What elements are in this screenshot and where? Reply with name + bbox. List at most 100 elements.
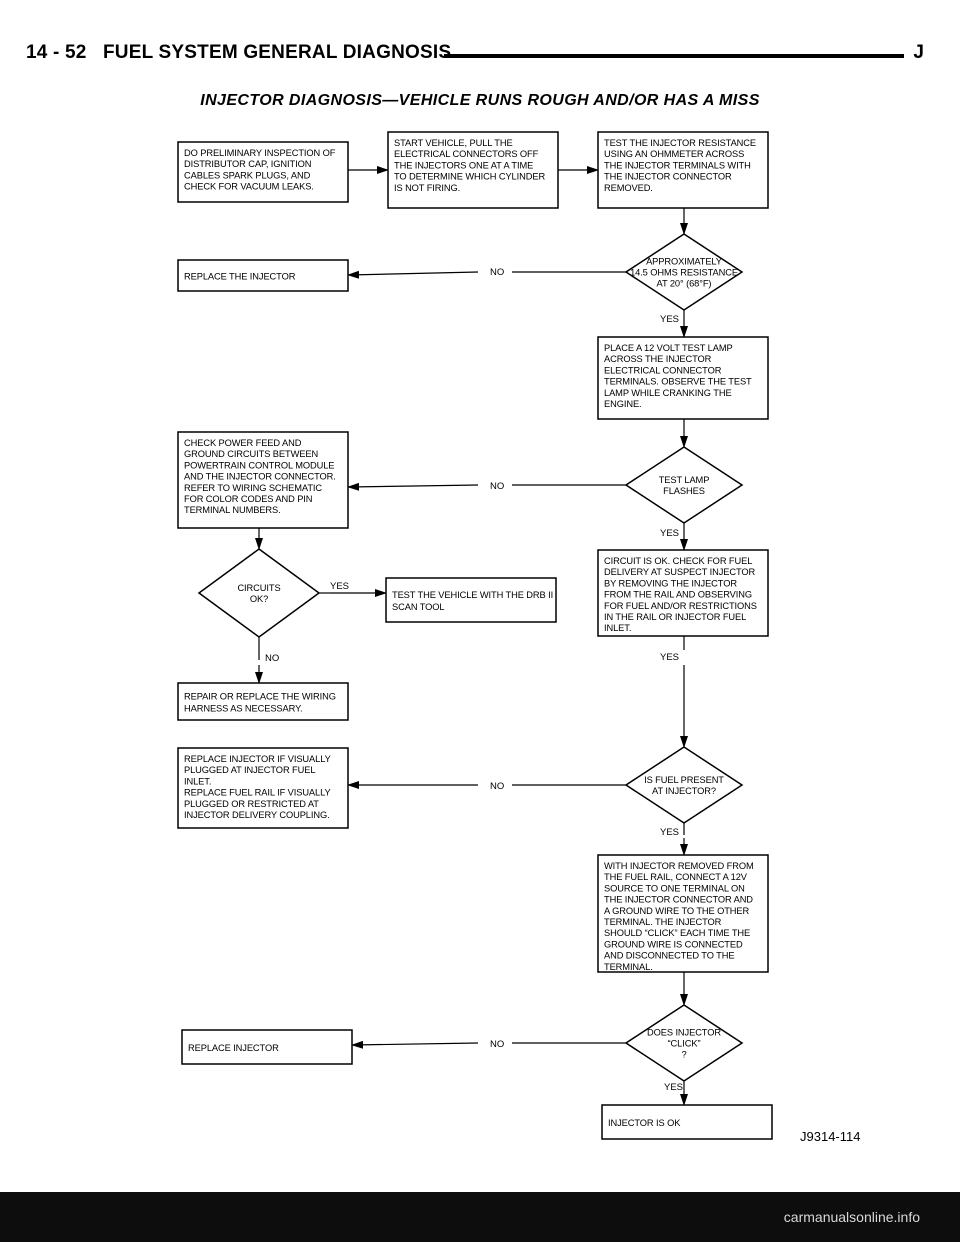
yes-label: YES [664, 1082, 683, 1093]
flowchart: NO YES NO YES YES NO YES NO YES NO YES DO PRELIMIN… [177, 131, 860, 1144]
decision-text-line: APPROXIMATELY [646, 257, 722, 267]
box-replace-injector-1: REPLACE THE INJECTOR [177, 259, 349, 292]
page-header-title: 14 - 52 FUEL SYSTEM GENERAL DIAGNOSIS [26, 42, 452, 63]
box-text-line: IS NOT FIRING. [394, 183, 460, 193]
no-label: NO [490, 1039, 504, 1050]
box-text-line: PLACE A 12 VOLT TEST LAMP [604, 343, 733, 353]
box-text-line: REPAIR OR REPLACE THE WIRING [184, 692, 336, 702]
box-text-line: TERMINALS. OBSERVE THE TEST [604, 377, 752, 387]
footer-watermark: carmanualsonline.info [783, 1209, 920, 1225]
box-text-line: USING AN OHMMETER ACROSS [604, 149, 744, 159]
box-text-line: THE INJECTOR TERMINALS WITH [604, 160, 751, 170]
box-text-line: REPLACE FUEL RAIL IF VISUALLY [184, 788, 331, 798]
box-text-line: REPLACE INJECTOR [188, 1043, 279, 1053]
decision-text-line: ? [681, 1050, 686, 1060]
box-text-line: THE INJECTOR CONNECTOR [604, 172, 732, 182]
header-rule [444, 54, 904, 58]
box-text-line: TO DETERMINE WHICH CYLINDER [394, 172, 545, 182]
box-text-line: IN THE RAIL OR INJECTOR FUEL [604, 612, 746, 622]
decision-text-line: OK? [250, 594, 268, 604]
decision-text-line: CIRCUITS [237, 583, 280, 593]
decision-text-line: DOES INJECTOR [647, 1028, 721, 1038]
box-text-line: DISTRIBUTOR CAP, IGNITION [184, 159, 311, 169]
no-label: NO [490, 267, 504, 278]
box-text-line: TERMINAL. [604, 962, 653, 972]
box-text-line: A GROUND WIRE TO THE OTHER [604, 906, 750, 916]
box-text-line: REPLACE INJECTOR IF VISUALLY [184, 754, 331, 764]
yes-label: YES [330, 581, 349, 592]
box-text-line: CABLES SPARK PLUGS, AND [184, 170, 311, 180]
arrow-no-replace-1 [347, 270, 479, 279]
box-injector-ok: INJECTOR IS OK [601, 1104, 773, 1140]
box-text-line: THE FUEL RAIL, CONNECT A 12V [604, 872, 748, 882]
decision-text-line: AT INJECTOR? [652, 786, 716, 796]
box-text-line: AND THE INJECTOR CONNECTOR. [184, 472, 336, 482]
box-text-line: ACROSS THE INJECTOR [604, 354, 712, 364]
box-text-line: TEST THE INJECTOR RESISTANCE [604, 138, 756, 148]
decision-text-line: IS FUEL PRESENT [644, 775, 724, 785]
box-text-line: REPLACE THE INJECTOR [184, 272, 296, 282]
box-text-line: SOURCE TO ONE TERMINAL ON [604, 883, 745, 893]
decision-text-line: FLASHES [663, 486, 705, 496]
box-text-line: CIRCUIT IS OK. CHECK FOR FUEL [604, 556, 752, 566]
decision-text-line: TEST LAMP [659, 475, 710, 485]
box-text-line: POWERTRAIN CONTROL MODULE [184, 460, 334, 470]
decision-text-line: “CLICK” [668, 1039, 701, 1049]
box-text-line: LAMP WHILE CRANKING THE [604, 388, 732, 398]
yes-label: YES [660, 652, 679, 663]
box-text-line: ENGINE. [604, 399, 642, 409]
no-label: NO [490, 481, 504, 492]
box-text-line: THE INJECTOR CONNECTOR AND [604, 895, 753, 905]
box-text-line: AND DISCONNECTED TO THE [604, 951, 734, 961]
box-text-line: GROUND WIRE IS CONNECTED [604, 939, 743, 949]
footer-bar: carmanualsonline.info [0, 1192, 960, 1242]
box-text-line: INJECTOR IS OK [608, 1118, 681, 1128]
box-text-line: GROUND CIRCUITS BETWEEN [184, 449, 318, 459]
box-text-line: INLET. [184, 776, 211, 786]
yes-label: YES [660, 528, 679, 539]
box-text-line: FROM THE RAIL AND OBSERVING [604, 590, 752, 600]
decision-text-line: 14.5 OHMS RESISTANCE [630, 268, 738, 278]
box-text-line: TERMINAL. THE INJECTOR [604, 917, 722, 927]
box-text-line: PLUGGED OR RESTRICTED AT [184, 799, 319, 809]
box-text-line: CHECK FOR VACUUM LEAKS. [184, 182, 314, 192]
no-label: NO [490, 781, 504, 792]
box-text-line: DELIVERY AT SUSPECT INJECTOR [604, 567, 756, 577]
box-text-line: ELECTRICAL CONNECTOR [604, 365, 722, 375]
box-text-line: BY REMOVING THE INJECTOR [604, 578, 737, 588]
box-replace-injector-2: REPLACE INJECTOR [181, 1029, 353, 1065]
yes-label: YES [660, 314, 679, 325]
box-text-line: WITH INJECTOR REMOVED FROM [604, 861, 754, 871]
box-text-line: FOR FUEL AND/OR RESTRICTIONS [604, 601, 757, 611]
box-text-line: ELECTRICAL CONNECTORS OFF [394, 149, 539, 159]
box-text-line: REFER TO WIRING SCHEMATIC [184, 483, 322, 493]
box-text-line: THE INJECTORS ONE AT A TIME [394, 160, 533, 170]
diagram-title: INJECTOR DIAGNOSIS—VEHICLE RUNS ROUGH AN… [200, 92, 760, 109]
page-header-code: J [913, 42, 924, 63]
yes-label: YES [660, 827, 679, 838]
box-text-line: HARNESS AS NECESSARY. [184, 704, 302, 714]
no-label: NO [265, 653, 279, 664]
box-text-line: SCAN TOOL [392, 602, 445, 612]
figure-code: J9314-114 [800, 1129, 860, 1144]
box-text-line: TERMINAL NUMBERS. [184, 505, 281, 515]
page-header: 14 - 52 FUEL SYSTEM GENERAL DIAGNOSIS J [26, 42, 936, 78]
box-repair-wiring: REPAIR OR REPLACE THE WIRING HARNESS AS N… [177, 682, 349, 721]
box-text-line: DO PRELIMINARY INSPECTION OF [184, 148, 336, 158]
box-text-line: SHOULD “CLICK” EACH TIME THE [604, 928, 750, 938]
box-text-line: INJECTOR DELIVERY COUPLING. [184, 810, 330, 820]
box-preliminary: DO PRELIMINARY INSPECTION OFDISTRIBUTOR … [177, 141, 349, 203]
box-text-line: START VEHICLE, PULL THE [394, 138, 513, 148]
box-text-line: PLUGGED AT INJECTOR FUEL [184, 765, 315, 775]
